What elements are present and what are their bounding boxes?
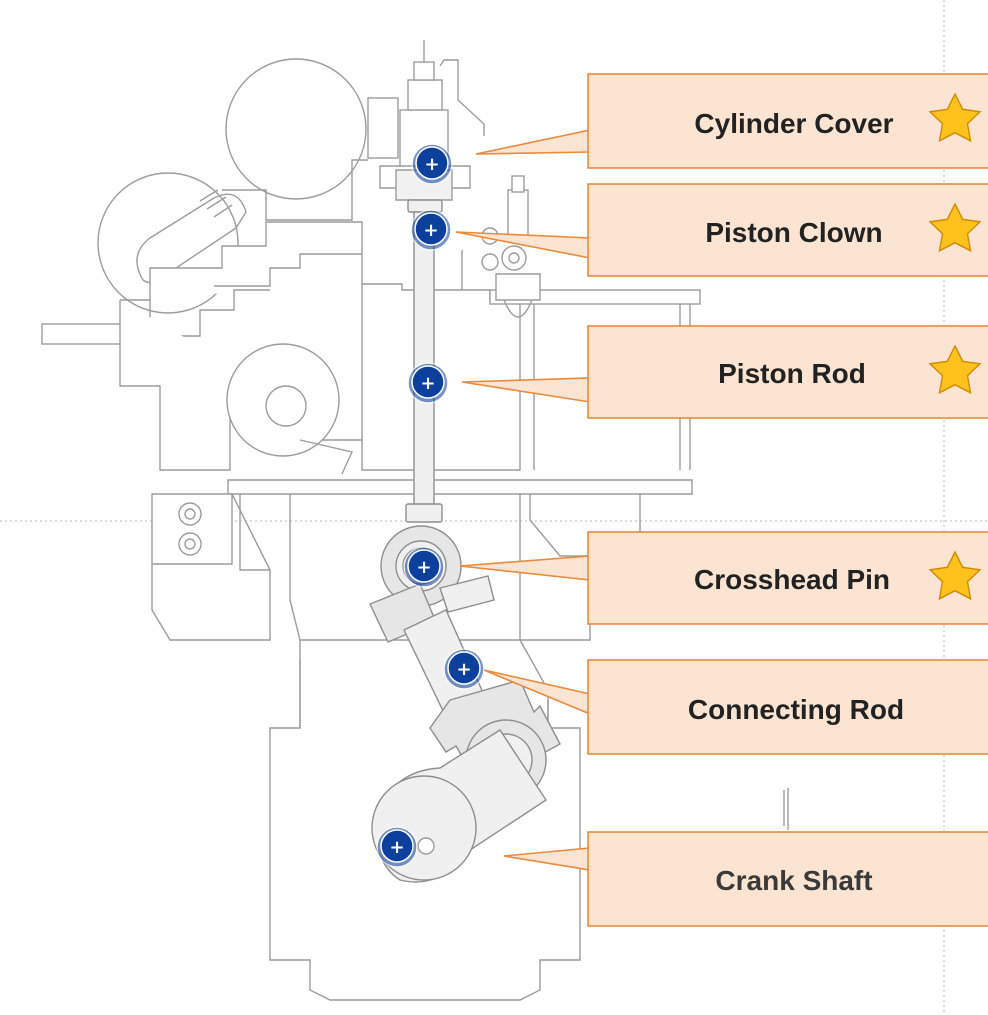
star-icon [928,202,982,253]
plus-icon: + [423,220,438,241]
callout-crosshead-pin: Crosshead Pin [587,531,988,625]
callout-piston-clown: Piston Clown [587,183,988,277]
callout-piston-rod: Piston Rod [587,325,988,419]
hotspot-crosshead-pin[interactable]: + [403,546,445,588]
hotspot-piston-rod[interactable]: + [407,362,449,404]
running-gear [369,199,561,883]
hotspot-piston-clown[interactable]: + [410,209,452,251]
callout-connecting-rod: Connecting Rod [587,659,988,755]
star-icon [928,344,982,395]
plus-icon: + [420,373,435,394]
plus-icon: + [456,659,471,680]
callout-label: Piston Rod [718,358,866,389]
hotspot-crank-shaft[interactable]: + [376,826,418,868]
star-icon [928,550,982,601]
callout-label: Crank Shaft [715,865,872,896]
hotspot-connecting-rod[interactable]: + [443,648,485,690]
callout-label: Cylinder Cover [694,108,893,139]
callout-pointers [455,129,591,871]
callout-label: Piston Clown [705,217,882,248]
plus-icon: + [416,557,431,578]
crossbeam [227,479,693,495]
callout-cylinder-cover: Cylinder Cover [587,73,988,169]
plus-icon: + [424,154,439,175]
callout-label: Crosshead Pin [694,564,890,595]
gallery-platform-right [489,289,701,305]
scavenge-air-cooler [225,58,367,200]
callout-crank-shaft: Crank Shaft [587,831,988,927]
hotspot-cylinder-cover[interactable]: + [411,143,453,185]
callout-label: Connecting Rod [688,694,904,725]
gallery-platform-left [41,323,125,345]
star-icon [928,92,982,143]
piston-rod-shaft [413,211,435,513]
plus-icon: + [389,837,404,858]
